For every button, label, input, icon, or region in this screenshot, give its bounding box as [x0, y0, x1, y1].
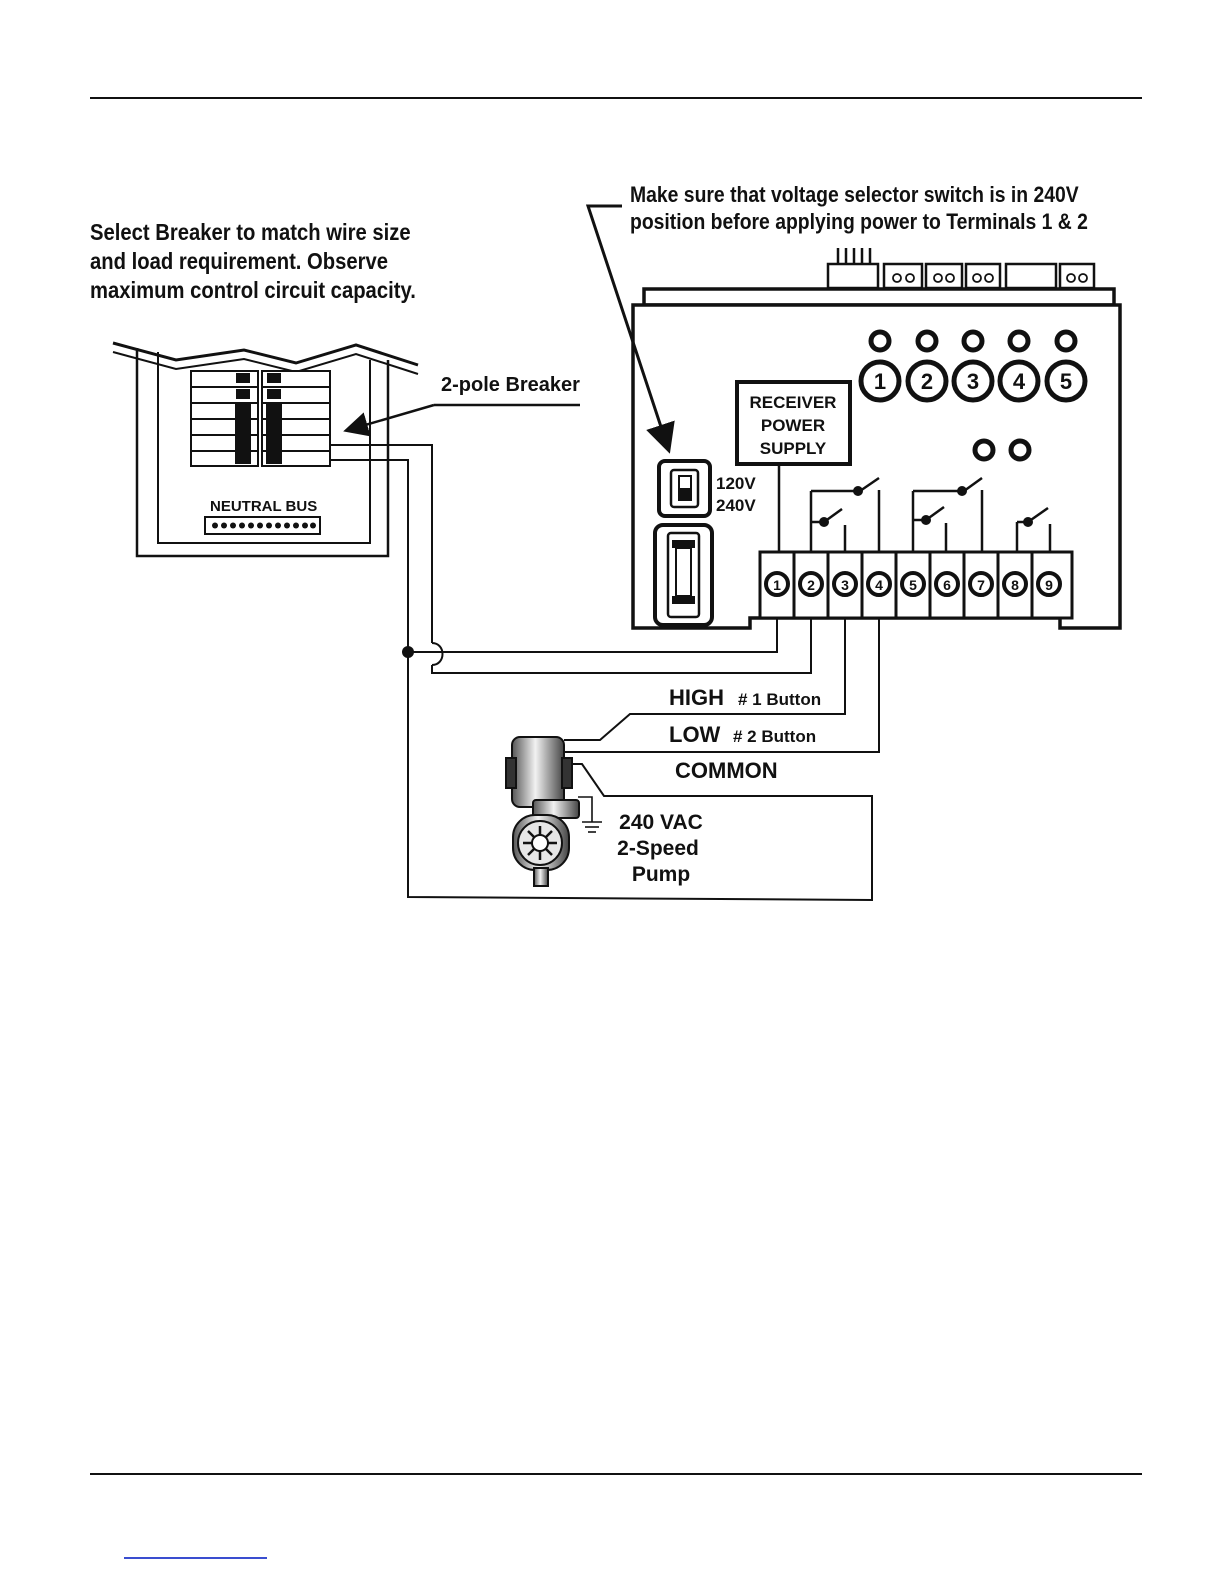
- voltage-note: Make sure that voltage selector switch i…: [630, 181, 1088, 235]
- voltage-note-leader: [585, 204, 675, 454]
- voltage-note-line: position before applying power to Termin…: [630, 209, 1088, 234]
- receiver-label-line: RECEIVER: [750, 393, 837, 412]
- terminal-number: 2: [807, 577, 815, 593]
- pump-label-line: 2-Speed: [617, 837, 699, 860]
- pump-label-line: 240 VAC: [619, 811, 703, 834]
- common-label: COMMON: [675, 758, 778, 783]
- breaker-panel: [112, 341, 419, 558]
- header-pins: [836, 248, 872, 264]
- breaker-note-line: maximum control circuit capacity.: [90, 277, 416, 303]
- pump-label-line: Pump: [632, 863, 690, 886]
- high-label: HIGH: [669, 685, 724, 710]
- terminal-number: 9: [1045, 577, 1053, 593]
- button-number: 3: [967, 369, 979, 394]
- footer-rule: [90, 1473, 1142, 1475]
- terminal-number: 7: [977, 577, 985, 593]
- header-rule: [90, 97, 1142, 99]
- breaker-rows: [190, 370, 331, 467]
- breaker-note: Select Breaker to match wire size and lo…: [90, 218, 416, 305]
- terminal-screws: [764, 571, 1062, 597]
- terminal-number: 4: [875, 577, 883, 593]
- button-number: 5: [1060, 369, 1072, 394]
- button-number: 4: [1013, 369, 1026, 394]
- voltage-option-240: 240V: [716, 496, 756, 515]
- footer-link-underline[interactable]: [124, 1557, 267, 1559]
- neutral-bus: [204, 516, 321, 535]
- high-button-label: # 1 Button: [738, 690, 821, 709]
- ground-symbol: [578, 796, 602, 833]
- receiver-label-line: SUPPLY: [760, 439, 827, 458]
- receiver-power-supply-box: [735, 380, 852, 466]
- connector-pins: [892, 273, 1088, 283]
- breaker-note-line: Select Breaker to match wire size: [90, 219, 411, 245]
- voltage-note-line: Make sure that voltage selector switch i…: [630, 182, 1079, 207]
- wire-junction-dot: [402, 646, 414, 658]
- terminal-number: 1: [773, 577, 781, 593]
- wires: [330, 444, 880, 902]
- receiver-label-line: POWER: [761, 416, 825, 435]
- terminal-number: 6: [943, 577, 951, 593]
- button-number: 2: [921, 369, 933, 394]
- terminal-number: 8: [1011, 577, 1019, 593]
- terminal-number: 3: [841, 577, 849, 593]
- low-label: LOW: [669, 722, 721, 747]
- terminal-number: 5: [909, 577, 917, 593]
- breaker-label: 2-pole Breaker: [441, 374, 580, 396]
- voltage-option-120: 120V: [716, 474, 756, 493]
- neutral-bus-label: NEUTRAL BUS: [210, 498, 317, 515]
- breaker-arrow: [343, 403, 435, 437]
- low-button-label: # 2 Button: [733, 727, 816, 746]
- fuse-holder: [653, 523, 714, 627]
- breaker-note-line: and load requirement. Observe: [90, 248, 389, 274]
- pump-illustration: [505, 736, 580, 887]
- button-indicators: [858, 329, 1088, 462]
- relay-contact-dots: [819, 486, 1033, 527]
- voltage-selector-switch[interactable]: [657, 459, 712, 518]
- button-number: 1: [874, 369, 886, 394]
